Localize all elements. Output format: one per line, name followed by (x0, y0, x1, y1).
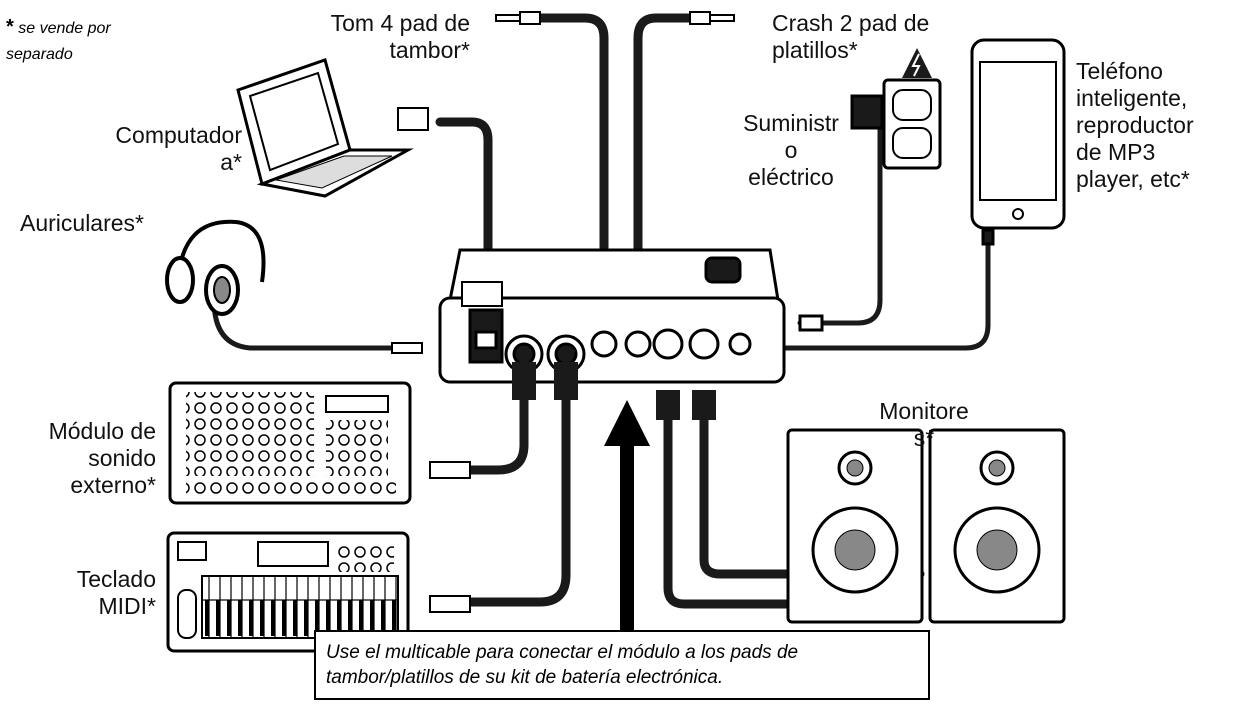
laptop-illustration (236, 58, 429, 198)
midi-keyboard-illustration (166, 531, 410, 653)
label-monitors-line: s* (913, 425, 935, 451)
midi-out-cable (465, 395, 529, 475)
label-midi-keyboard: Teclado MIDI* (10, 566, 156, 620)
high-voltage-warning-icon (902, 48, 932, 78)
label-crash2-line: platillos* (772, 37, 858, 63)
label-power-line: eléctrico (748, 164, 834, 190)
label-smartphone: Teléfono inteligente, reproductor de MP3… (1076, 58, 1236, 193)
label-monitors-line: Monitore (879, 398, 969, 424)
multicable-callout: Use el multicable para conectar el módul… (314, 630, 930, 700)
monitor-right-cable (699, 395, 925, 579)
label-power-line: o (784, 137, 798, 163)
label-tom4-line: tambor* (389, 37, 470, 63)
note-text: se vende por separado (6, 20, 111, 63)
headphones-illustration (165, 219, 266, 316)
drum-module-illustration (438, 248, 786, 384)
crash2-cable (633, 13, 695, 335)
monitor-left-cable (663, 395, 793, 609)
label-phone-line: Teléfono (1076, 58, 1163, 84)
midi-in-cable (465, 395, 571, 607)
label-tom4-pad: Tom 4 pad de tambor* (248, 10, 470, 64)
label-sound-module-line: sonido (88, 445, 156, 471)
label-crash2-pad: Crash 2 pad de platillos* (772, 10, 972, 64)
label-sound-module-line: externo* (70, 472, 156, 498)
label-crash2-line: Crash 2 pad de (772, 10, 930, 36)
multicable-arrow (604, 400, 650, 632)
power-cable (797, 115, 883, 326)
sound-module-plug (429, 461, 471, 479)
label-monitors: Monitore s* (862, 398, 986, 452)
tom4-cable (535, 13, 609, 335)
keyboard-plug (429, 595, 471, 613)
usb-cable (435, 117, 493, 305)
label-sound-module-line: Módulo de (48, 418, 156, 444)
monitor-speakers-illustration (786, 428, 1066, 624)
callout-line: Use el multicable para conectar el módul… (326, 642, 799, 663)
sound-module-illustration (168, 381, 412, 505)
phone-cable (767, 242, 991, 351)
label-computer-line: Computador (115, 122, 242, 148)
headphones-cable (211, 297, 398, 351)
label-computer: Computador a* (60, 122, 242, 176)
top-plugs (495, 11, 735, 290)
note-asterisk: * (6, 16, 14, 38)
label-sound-module: Módulo de sonido externo* (6, 418, 156, 499)
label-keyboard-line: MIDI* (98, 593, 157, 619)
label-phone-line: de MP3 (1076, 139, 1156, 165)
label-phone-line: inteligente, (1076, 85, 1188, 111)
power-outlet-illustration (798, 78, 942, 332)
label-tom4-line: Tom 4 pad de (330, 10, 470, 36)
label-power-line: Suministr (743, 110, 839, 136)
label-keyboard-line: Teclado (76, 566, 156, 592)
label-phone-line: player, etc* (1076, 166, 1190, 192)
smartphone-illustration (970, 38, 1066, 246)
label-computer-line: a* (220, 149, 242, 175)
label-phone-line: reproductor (1076, 112, 1194, 138)
label-power-supply: Suministr o eléctrico (716, 110, 866, 191)
midi-plugs (512, 362, 716, 420)
callout-line: tambor/platillos de su kit de batería el… (326, 667, 724, 688)
label-headphones: Auriculares* (20, 210, 144, 236)
sold-separately-note: * se vende por separado (6, 14, 176, 68)
